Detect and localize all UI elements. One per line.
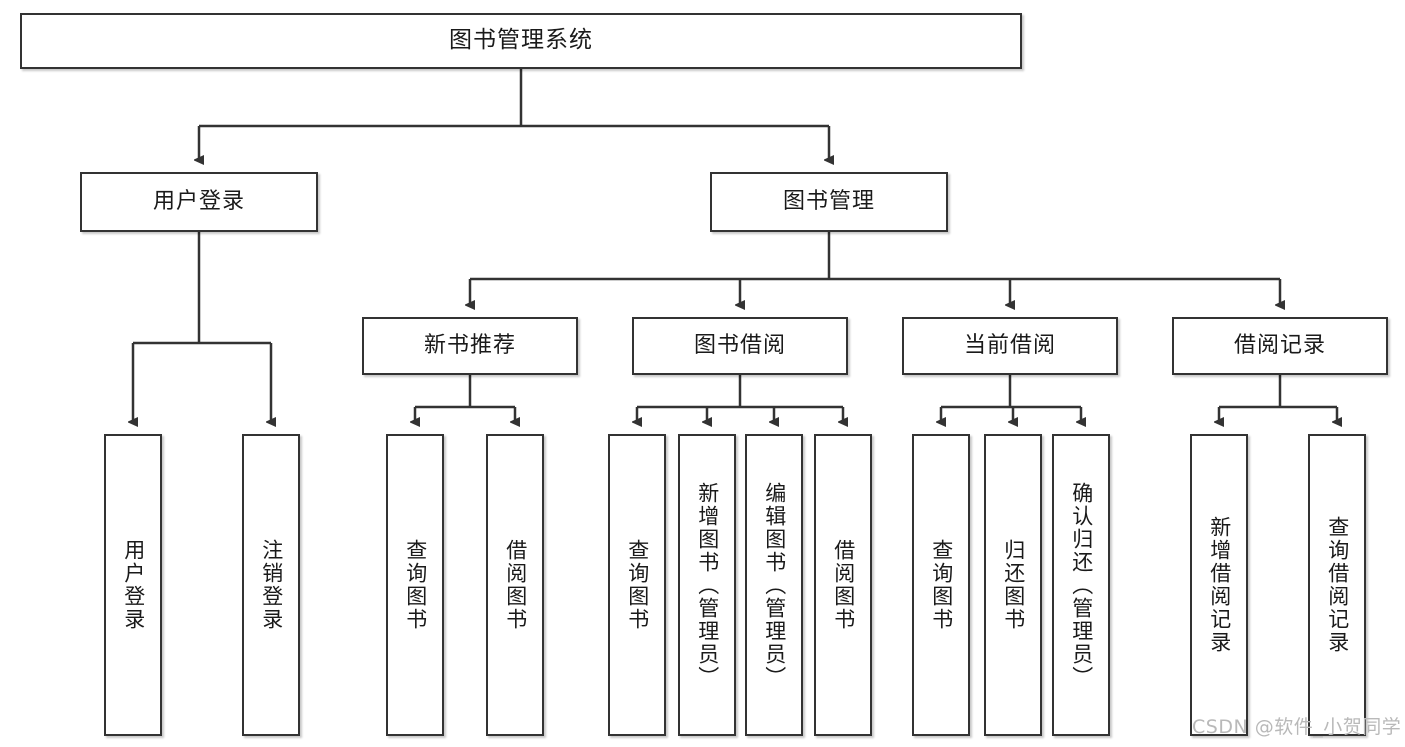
- node-records[interactable]: 借阅记录: [1172, 317, 1388, 375]
- node-label: 借阅图书: [831, 539, 856, 631]
- node-leaf-bor-4[interactable]: 借阅图书: [814, 434, 872, 736]
- watermark-text: CSDN @软件_小贺同学: [1192, 716, 1402, 738]
- node-borrow[interactable]: 图书借阅: [632, 317, 848, 375]
- node-label: 用户登录: [121, 539, 146, 631]
- node-leaf-bor-1[interactable]: 查询图书: [608, 434, 666, 736]
- node-newbook[interactable]: 新书推荐: [362, 317, 578, 375]
- node-leaf-bor-3[interactable]: 编辑图书（管理员）: [745, 434, 803, 736]
- node-label: 图书管理系统: [449, 27, 593, 54]
- node-leaf-rec-1[interactable]: 新增借阅记录: [1190, 434, 1248, 736]
- node-label: 新增图书（管理员）: [695, 481, 720, 689]
- node-leaf-rec-2[interactable]: 查询借阅记录: [1308, 434, 1366, 736]
- node-label: 新增借阅记录: [1207, 516, 1232, 654]
- node-label: 借阅记录: [1233, 332, 1326, 358]
- node-label: 查询借阅记录: [1325, 516, 1350, 654]
- node-label: 查询图书: [625, 539, 650, 631]
- node-label: 确认归还（管理员）: [1069, 481, 1094, 689]
- node-label: 查询图书: [929, 539, 954, 631]
- node-label: 当前借阅: [963, 332, 1056, 358]
- node-leaf-login-2[interactable]: 注销登录: [242, 434, 300, 736]
- node-label: 查询图书: [403, 539, 428, 631]
- node-leaf-new-2[interactable]: 借阅图书: [486, 434, 544, 736]
- node-leaf-cur-1[interactable]: 查询图书: [912, 434, 970, 736]
- node-label: 归还图书: [1001, 539, 1026, 631]
- node-login[interactable]: 用户登录: [80, 172, 318, 232]
- node-label: 注销登录: [259, 539, 284, 631]
- node-label: 用户登录: [152, 188, 245, 214]
- node-label: 借阅图书: [503, 539, 528, 631]
- node-current[interactable]: 当前借阅: [902, 317, 1118, 375]
- node-leaf-login-1[interactable]: 用户登录: [104, 434, 162, 736]
- node-label: 编辑图书（管理员）: [762, 481, 787, 689]
- node-bookmgmt[interactable]: 图书管理: [710, 172, 948, 232]
- node-leaf-bor-2[interactable]: 新增图书（管理员）: [678, 434, 736, 736]
- node-label: 新书推荐: [423, 332, 516, 358]
- node-leaf-cur-2[interactable]: 归还图书: [984, 434, 1042, 736]
- node-leaf-new-1[interactable]: 查询图书: [386, 434, 444, 736]
- node-root[interactable]: 图书管理系统: [20, 13, 1022, 69]
- node-label: 图书借阅: [693, 332, 786, 358]
- node-label: 图书管理: [782, 188, 875, 214]
- node-leaf-cur-3[interactable]: 确认归还（管理员）: [1052, 434, 1110, 736]
